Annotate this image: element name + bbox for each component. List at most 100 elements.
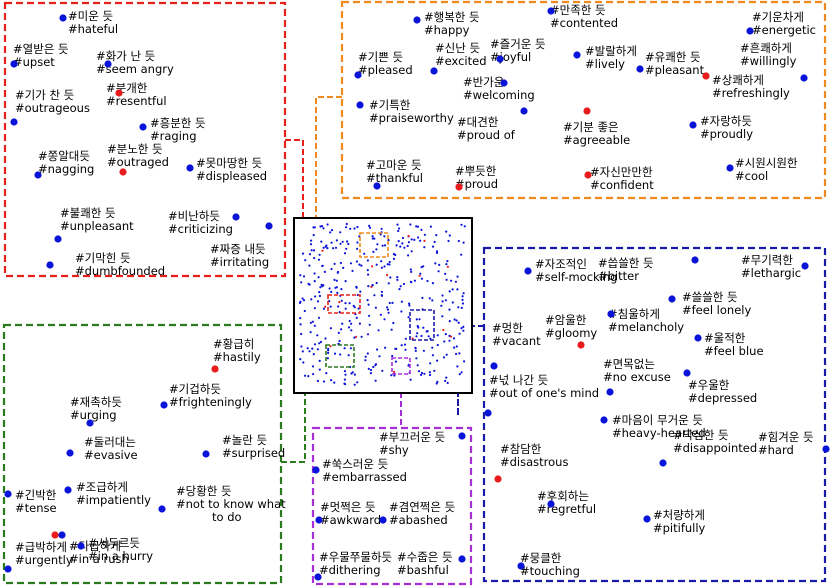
point-red	[583, 107, 591, 115]
cloud-point	[423, 246, 426, 249]
cloud-point	[452, 337, 456, 340]
cloud-point	[317, 276, 320, 279]
cloud-point	[312, 249, 316, 252]
cloud-point	[416, 364, 419, 367]
cloud-point	[457, 239, 460, 243]
label-english: #resentful	[106, 94, 167, 108]
label-korean: #재촉하듯	[70, 395, 122, 409]
frame-purple	[311, 426, 473, 586]
cloud-point	[396, 276, 399, 279]
point-blue	[354, 71, 362, 79]
label-korean: #기겁하듯	[169, 382, 221, 396]
cloud-point	[367, 285, 370, 288]
point-blue	[520, 107, 528, 115]
cloud-point	[348, 302, 351, 305]
point-blue	[265, 222, 273, 230]
cloud-point	[350, 329, 353, 332]
cloud-point	[445, 376, 448, 379]
cloud-point	[364, 355, 367, 358]
cloud-point	[311, 347, 314, 350]
label-korean: #흔쾌하게	[740, 41, 792, 55]
point-blue	[547, 500, 555, 508]
cloud-point	[308, 283, 311, 286]
label-korean: #면목없는	[603, 357, 655, 371]
cloud-point	[393, 370, 396, 374]
point-blue	[636, 65, 644, 73]
label-english: #cool	[735, 169, 768, 183]
cloud-point	[415, 335, 418, 338]
cloud-point	[313, 343, 317, 346]
label-english: #contented	[550, 16, 618, 30]
cloud-point	[313, 272, 316, 275]
cloud-point	[392, 257, 396, 260]
label-korean: #멍한	[492, 321, 523, 335]
label-korean: #유쾌한 듯	[645, 50, 701, 64]
cloud-point	[356, 247, 359, 250]
cloud-point	[371, 237, 374, 240]
cloud-point	[344, 280, 347, 283]
cloud-point	[366, 299, 369, 302]
frame-green	[2, 323, 283, 585]
label-korean: #무기력한	[741, 253, 793, 267]
cloud-point	[396, 278, 399, 281]
cloud-point	[349, 227, 352, 230]
connector-orange	[315, 96, 360, 246]
cloud-point	[312, 234, 315, 237]
cloud-point	[349, 347, 352, 350]
cloud-point	[317, 258, 321, 261]
cloud-point	[388, 301, 391, 305]
cloud-point	[403, 246, 406, 249]
label-korean: #우울한	[688, 378, 730, 392]
cloud-point	[314, 295, 317, 298]
cloud-point	[341, 322, 344, 325]
label-korean: #기분 좋은	[563, 120, 619, 134]
cloud-point	[339, 242, 342, 245]
word-point: #유쾌한 듯#pleasant	[636, 50, 705, 77]
cloud-point	[312, 373, 315, 376]
cloud-point	[386, 273, 389, 277]
label-english: #in a hurry	[88, 549, 153, 563]
cloud-point	[340, 328, 343, 331]
word-point: #화가 난 듯#seem angry	[96, 49, 174, 76]
cloud-point	[360, 335, 363, 338]
word-point: #낙심한 듯#disappointed	[659, 428, 757, 467]
label-english: #self-mocking	[535, 270, 617, 284]
cloud-point	[319, 225, 322, 228]
label-korean: #기운차게	[752, 10, 804, 24]
word-point: #씁쓸한 듯#bitter	[598, 256, 699, 283]
point-blue	[202, 450, 210, 458]
point-red	[577, 341, 585, 349]
cloud-point	[463, 225, 466, 228]
word-point: #급박하게#urgently	[4, 540, 73, 573]
label-english: #seem angry	[96, 62, 174, 76]
word-point: #참담한#disastrous	[494, 442, 568, 483]
cloud-point	[370, 285, 373, 288]
point-blue	[600, 416, 608, 424]
point-blue	[668, 295, 676, 303]
cloud-point	[411, 337, 414, 340]
cloud-point	[343, 382, 346, 385]
label-korean: #반가운	[463, 75, 504, 89]
cloud-point	[380, 294, 384, 297]
cloud-point	[445, 263, 448, 266]
cloud-point	[445, 278, 448, 281]
cloud-point	[434, 262, 437, 265]
cloud-point	[316, 348, 319, 351]
cloud-point	[406, 244, 409, 248]
cloud-point	[458, 352, 461, 355]
label-korean: #행복한 듯	[424, 10, 480, 24]
label-english: #awkward	[320, 513, 381, 527]
cloud-point	[309, 321, 312, 324]
label-korean: #흥분한 듯	[150, 116, 206, 130]
word-point: #상쾌하게#refreshingly	[702, 72, 790, 100]
cloud-point	[399, 285, 402, 288]
label-english: #refreshingly	[712, 86, 790, 100]
cloud-point	[333, 262, 336, 265]
label-english: #evasive	[84, 448, 138, 462]
cloud-point	[332, 247, 335, 250]
label-english: #proudly	[700, 127, 753, 141]
label-korean: #화가 난 듯	[96, 49, 155, 63]
point-blue	[86, 419, 94, 427]
cloud-point	[419, 239, 422, 242]
